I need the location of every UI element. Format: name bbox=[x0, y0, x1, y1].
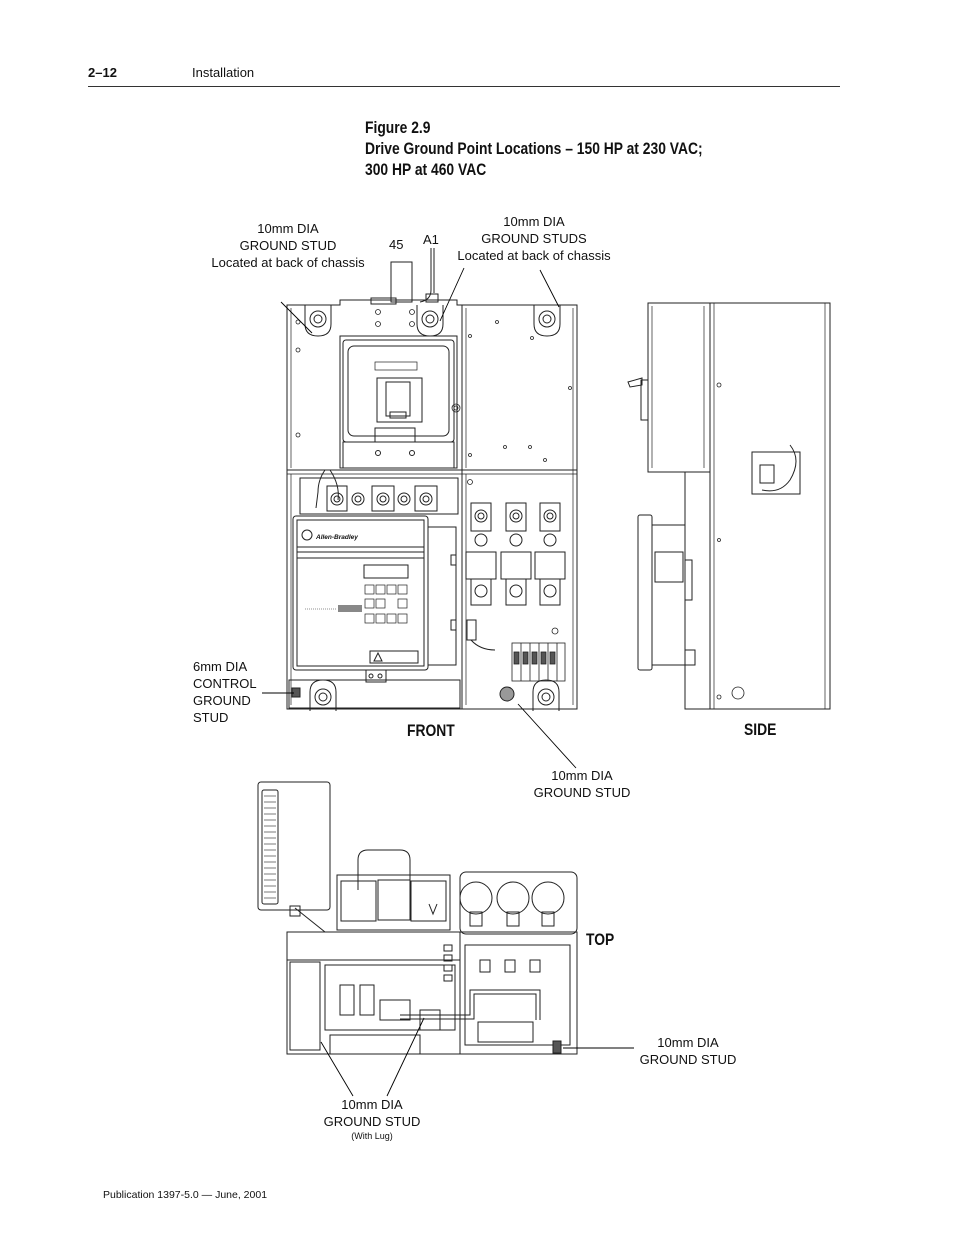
callout-line: Located at back of chassis bbox=[211, 255, 365, 270]
leader-front-left-stud bbox=[280, 301, 313, 334]
page-number: 2–12 bbox=[88, 65, 117, 80]
view-label-front: FRONT bbox=[407, 721, 464, 741]
top-chassis bbox=[286, 931, 578, 1055]
lifting-lug-right bbox=[533, 304, 561, 337]
drive-side-panel bbox=[427, 526, 457, 666]
side-enclosure bbox=[709, 302, 831, 710]
drive-display bbox=[363, 564, 409, 579]
top-view bbox=[257, 781, 578, 1055]
drive-unit: Allen-Bradley bbox=[292, 515, 429, 671]
side-drive-profile bbox=[637, 514, 686, 671]
fuse-1 bbox=[465, 502, 497, 606]
leader-top-lug-left bbox=[320, 1041, 354, 1097]
drive-nameplate: Allen-Bradley bbox=[315, 534, 358, 541]
leader-front-bottom-stud bbox=[517, 703, 577, 769]
publication-footer: Publication 1397-5.0 — June, 2001 bbox=[103, 1189, 268, 1201]
callout-front-left-stud: 10mm DIA GROUND STUD Located at back of … bbox=[178, 220, 398, 271]
control-terminal-strip bbox=[288, 669, 461, 709]
callout-note: (With Lug) bbox=[351, 1131, 393, 1141]
header-rule bbox=[88, 86, 840, 87]
top-breaker bbox=[336, 849, 451, 931]
side-breaker-housing bbox=[647, 302, 711, 473]
callout-front-right-studs: 10mm DIA GROUND STUDS Located at back of… bbox=[424, 213, 644, 264]
front-view: Allen-Bradley bbox=[286, 248, 578, 712]
figure-number: Figure 2.9 bbox=[365, 119, 431, 137]
leader-top-lug-right bbox=[386, 1017, 425, 1097]
terminal-label-a1: A1 bbox=[423, 232, 439, 247]
side-view bbox=[627, 302, 831, 710]
terminal-block bbox=[511, 642, 566, 682]
arrow-icon bbox=[428, 903, 438, 916]
callout-line: GROUND STUDS bbox=[481, 231, 587, 246]
brand-logo-icon bbox=[301, 529, 313, 541]
lifting-lug-center bbox=[416, 304, 444, 337]
view-label-side: SIDE bbox=[744, 720, 783, 740]
callout-line: 10mm DIA bbox=[503, 214, 565, 229]
callout-line: GROUND STUD bbox=[533, 785, 631, 800]
view-label-top: TOP bbox=[586, 930, 620, 950]
callout-line: GROUND STUD bbox=[323, 1114, 421, 1129]
callout-line: GROUND STUD bbox=[639, 1052, 737, 1067]
front-ground-stud bbox=[499, 686, 515, 702]
top-lug-bar bbox=[329, 1034, 421, 1055]
front-inner-frame bbox=[287, 308, 577, 705]
side-lower-panel bbox=[684, 471, 711, 710]
warning-label bbox=[369, 650, 419, 664]
circuit-breaker bbox=[339, 335, 458, 469]
a1-lead bbox=[419, 248, 439, 303]
top-fuses bbox=[459, 871, 578, 935]
control-ground-stud bbox=[291, 687, 301, 698]
view-label-text: SIDE bbox=[744, 721, 777, 739]
drive-keypad bbox=[364, 584, 408, 624]
warning-triangle-icon bbox=[373, 651, 383, 662]
fuse-holder bbox=[466, 619, 496, 651]
callout-line: 10mm DIA bbox=[341, 1097, 403, 1112]
callout-front-bottom-stud: 10mm DIA GROUND STUD bbox=[472, 767, 692, 801]
lifting-lug-left bbox=[304, 304, 332, 337]
figure-caption: Figure 2.9 Drive Ground Point Locations … bbox=[365, 118, 767, 181]
leader-front-center-stud bbox=[439, 267, 465, 322]
fuse-3 bbox=[534, 502, 566, 606]
callout-control-ground-stud: 6mm DIA CONTROL GROUND STUD bbox=[193, 658, 257, 726]
breaker-handle bbox=[627, 377, 649, 421]
leader-front-right-stud bbox=[539, 269, 560, 308]
bottom-lug-left bbox=[309, 679, 337, 712]
callout-top-lug-stud: 10mm DIA GROUND STUD (With Lug) bbox=[262, 1096, 482, 1143]
fuse-2 bbox=[500, 502, 532, 606]
front-enclosure-outline bbox=[286, 299, 578, 710]
figure-title-line-1: Drive Ground Point Locations – 150 HP at… bbox=[365, 140, 703, 158]
section-name: Installation bbox=[192, 65, 255, 80]
side-component bbox=[751, 444, 801, 495]
front-screws bbox=[295, 309, 572, 635]
door-vents bbox=[264, 795, 276, 899]
power-terminals bbox=[299, 469, 459, 515]
bus-bar-45 bbox=[370, 261, 413, 305]
open-door bbox=[257, 781, 331, 933]
terminal-label-45: 45 bbox=[389, 237, 404, 252]
callout-line: 10mm DIA bbox=[551, 768, 613, 783]
callout-top-right-stud: 10mm DIA GROUND STUD bbox=[578, 1034, 798, 1068]
callout-line: GROUND STUD bbox=[239, 238, 337, 253]
bottom-lug-right bbox=[532, 679, 560, 712]
callout-line: 10mm DIA bbox=[657, 1035, 719, 1050]
figure-title-line-2: 300 HP at 460 VAC bbox=[365, 161, 487, 179]
callout-line: GROUND bbox=[193, 693, 251, 708]
callout-line: 10mm DIA bbox=[257, 221, 319, 236]
callout-line: Located at back of chassis bbox=[457, 248, 611, 263]
view-label-text: FRONT bbox=[407, 722, 455, 740]
callout-line: 6mm DIA bbox=[193, 659, 248, 674]
leader-lines bbox=[262, 267, 634, 1097]
callout-line: CONTROL bbox=[193, 676, 257, 691]
top-ground-stud bbox=[552, 1040, 562, 1054]
side-screws bbox=[716, 382, 745, 700]
callout-line: STUD bbox=[193, 710, 229, 725]
view-label-text: TOP bbox=[586, 931, 615, 949]
